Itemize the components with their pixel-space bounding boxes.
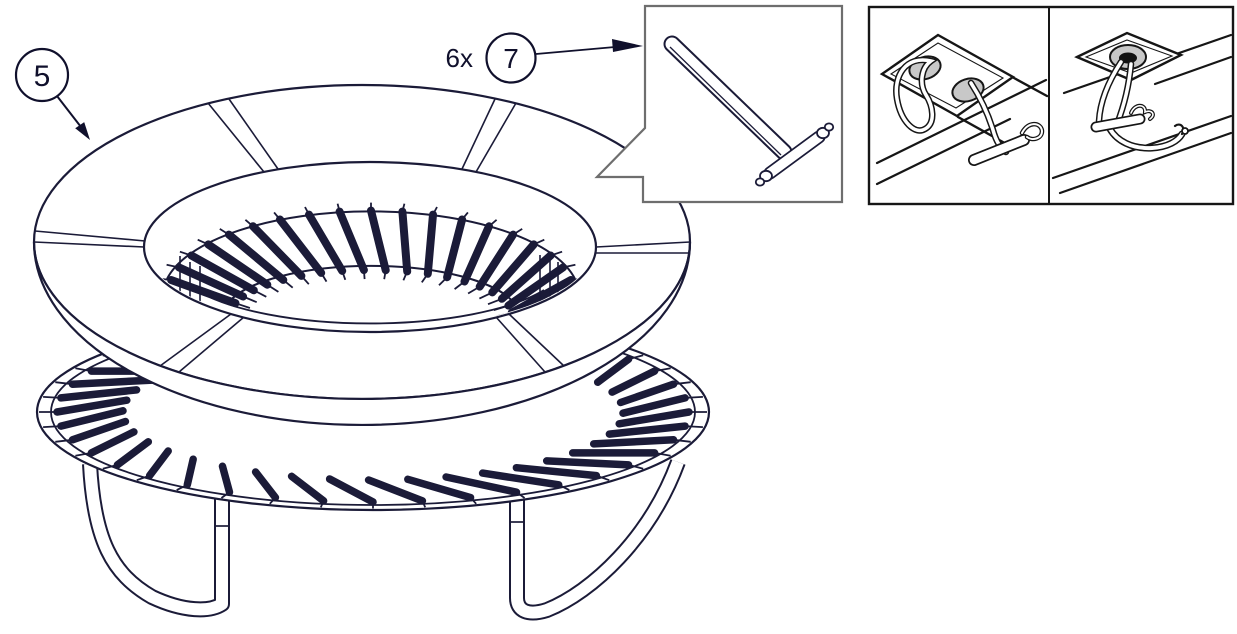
callout-box-with-pointer xyxy=(594,4,844,204)
callout-balloon xyxy=(14,47,70,103)
trampoline-leg-left xyxy=(82,463,230,618)
panel-step-thread-tie xyxy=(875,33,1049,186)
tie-detail-box xyxy=(594,4,844,204)
panel-border xyxy=(867,5,1235,206)
trampoline-leg-right xyxy=(509,459,686,621)
part-number-label: 5 xyxy=(34,60,51,93)
arrowhead-icon xyxy=(612,39,643,52)
patch-stitch-line xyxy=(889,42,1005,109)
toggle-pin-cap xyxy=(754,177,766,187)
leader-line xyxy=(56,95,82,128)
hook-tip-ball xyxy=(1181,127,1189,135)
toggle-pin-cap xyxy=(823,122,835,132)
tie-loop-cord-split xyxy=(669,46,782,156)
arrowhead-icon xyxy=(75,122,90,140)
tie-with-toggle-drawing xyxy=(663,35,835,187)
instruction-panel xyxy=(867,5,1235,206)
part-callout-5: 5 xyxy=(14,47,90,140)
part-callout-7: 6x 7 xyxy=(446,32,643,84)
toggle-bar xyxy=(765,132,824,178)
trampoline-figure xyxy=(32,83,711,621)
part-number-label: 7 xyxy=(503,43,519,74)
toggle-bar xyxy=(1092,115,1144,131)
leader-line xyxy=(535,46,616,55)
callout-balloon xyxy=(485,32,537,84)
mat-spring-ring-bars xyxy=(39,315,707,509)
quantity-label: 6x xyxy=(446,43,473,73)
toggle-bar xyxy=(969,135,1029,165)
panel-step-hook-toggle xyxy=(1051,31,1233,195)
springs-through-hole xyxy=(158,202,584,330)
mat-edge-arc xyxy=(227,264,515,304)
pad-seams xyxy=(33,98,691,373)
pad-inner-lip xyxy=(195,289,545,325)
hole-spring-ring-bars xyxy=(158,202,584,318)
